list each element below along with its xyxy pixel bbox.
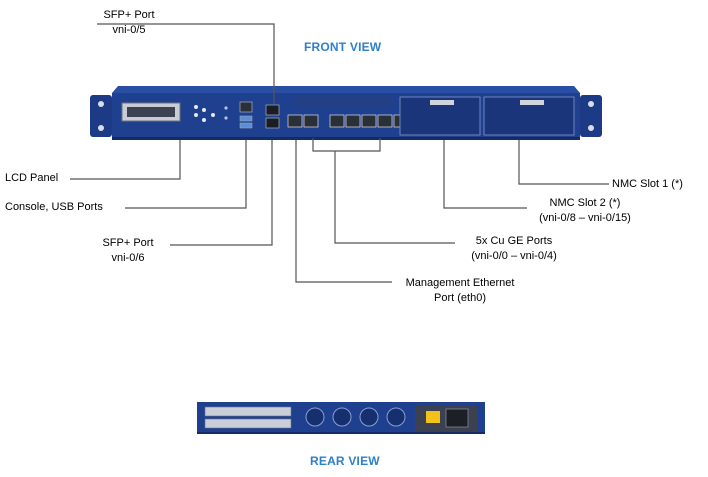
callout-sfp-bottom-line2: vni-0/6 (111, 252, 145, 264)
rear-chassis (197, 402, 485, 434)
leader-lines (70, 23, 609, 283)
callout-nmc2-line2: (vni-0/8 – vni-0/15) (539, 212, 631, 224)
callout-ge-ports: 5x Cu GE Ports (vni-0/0 – vni-0/4) (454, 234, 574, 264)
callout-nmc-slot-2: NMC Slot 2 (*) (vni-0/8 – vni-0/15) (520, 196, 650, 226)
callout-sfp-top-line1: SFP+ Port (103, 9, 155, 21)
callout-nmc-slot-1: NMC Slot 1 (*) (612, 178, 683, 190)
callout-ge-line2: (vni-0/0 – vni-0/4) (471, 250, 557, 262)
callout-mgmt-port: Management Ethernet Port (eth0) (390, 276, 530, 306)
front-chassis (90, 86, 602, 140)
callout-ge-line1: 5x Cu GE Ports (475, 235, 553, 247)
callout-console-usb: Console, USB Ports (5, 201, 103, 213)
front-view-title: FRONT VIEW (304, 40, 382, 54)
callout-mgmt-line2: Port (eth0) (434, 292, 486, 304)
callout-mgmt-line1: Management Ethernet (405, 277, 515, 289)
callout-sfp-top: SFP+ Port vni-0/5 (74, 8, 184, 38)
callout-lcd-panel: LCD Panel (5, 172, 59, 184)
callout-sfp-top-line2: vni-0/5 (112, 24, 146, 36)
callout-sfp-bottom-line1: SFP+ Port (102, 237, 154, 249)
callout-sfp-bottom: SFP+ Port vni-0/6 (80, 236, 176, 266)
rear-view-title: REAR VIEW (310, 454, 380, 468)
callout-nmc2-line1: NMC Slot 2 (*) (549, 197, 621, 209)
